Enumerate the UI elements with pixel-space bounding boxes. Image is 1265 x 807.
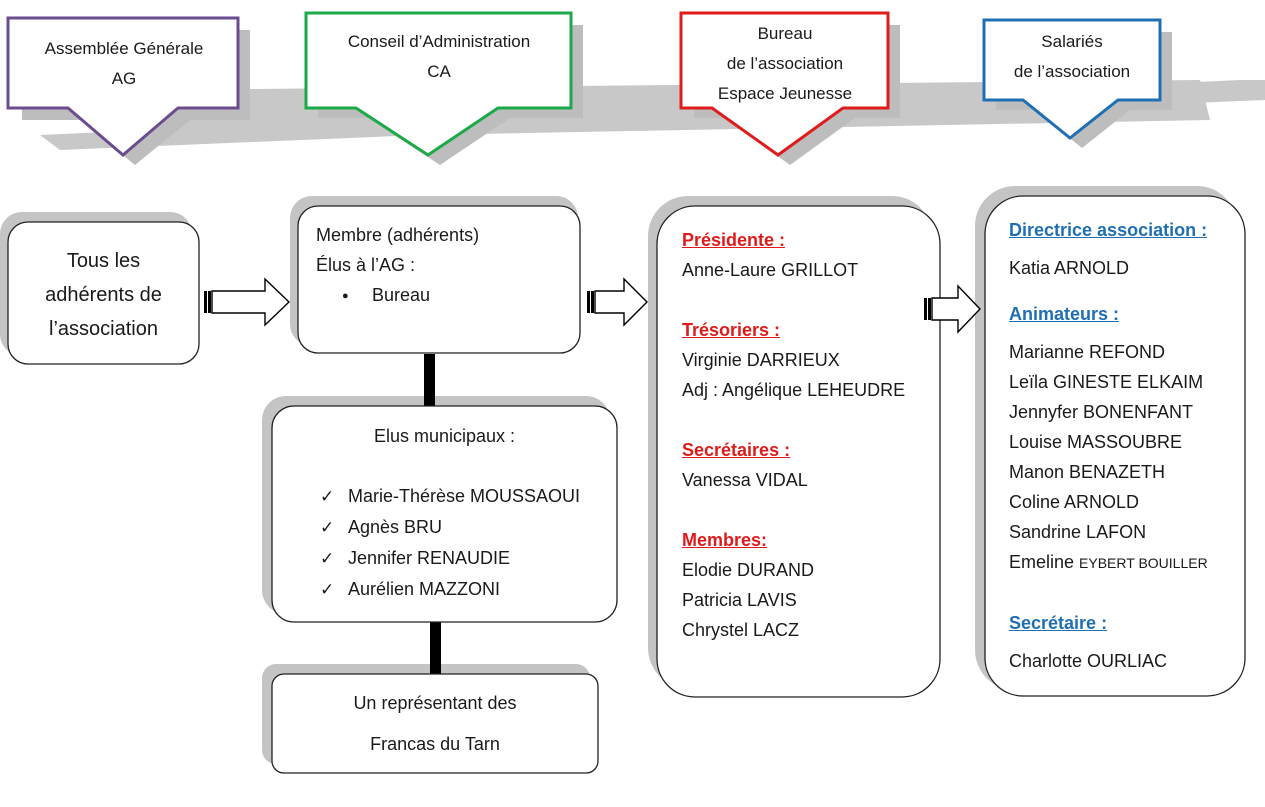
header-arrow-bureau [679,11,900,165]
header-ca-label: Conseil d’Administration CA [306,27,572,87]
secretaire-salarie-name: Charlotte OURLIAC [1009,651,1168,671]
adherents-line1: Tous les [66,250,141,272]
membre-bullet-row: ● Bureau [316,280,479,311]
adherents-line3: l’association [49,318,158,340]
membre-line1: Membre (adhérents) [316,225,480,245]
presidente-label: Présidente : [682,230,786,250]
bullet-icon: ● [342,290,349,303]
elus-item: ✓ Marie-Thérèse MOUSSAOUI [320,481,580,512]
membre-text: Membre (adhérents) Élus à l’AG : ● Bureau [316,220,479,311]
animateur-first-name: Emeline [1009,552,1075,572]
adherents-text: Tous les adhérents de l’association [8,244,199,346]
adherents-line2: adhérents de [45,284,162,306]
secretaires-label: Secrétaires : [682,440,791,460]
check-icon: ✓ [320,487,335,506]
elus-item-name: Jennifer RENAUDIE [348,548,511,568]
animateur-name: Leïla GINESTE ELKAIM [1009,372,1204,392]
francas-line1: Un représentant des [353,693,517,713]
tresoriers-label: Trésoriers : [682,320,781,340]
bureau-box [656,205,941,698]
elus-list: ✓ Marie-Thérèse MOUSSAOUI ✓ Agnès BRU ✓ Jen… [320,481,580,605]
header-arrow-ag [6,16,250,165]
salaries-box [984,195,1246,697]
elus-title: Elus municipaux : [373,426,516,446]
arrow-adherents-membre [204,277,291,327]
elus-item: ✓ Aurélien MAZZONI [320,574,580,605]
francas-text: Un représentant des Francas du Tarn [272,683,598,765]
membre-line2: Élus à l’AG : [316,255,416,275]
adherents-box [7,221,200,365]
header-bureau-line3: Espace Jeunesse [717,84,853,103]
header-salaries-line2: de l’association [1013,62,1131,81]
connector-elus-francas [430,622,441,674]
animateur-name: Manon BENAZETH [1009,462,1166,482]
membre-bullet-text: Bureau [372,285,431,305]
header-ag-line2: AG [111,69,137,88]
header-arrow-ca [304,11,583,165]
elus-item-name: Marie-Thérèse MOUSSAOUI [348,486,581,506]
header-salaries-label: Salariés de l’association [984,27,1160,87]
elus-item: ✓ Jennifer RENAUDIE [320,543,580,574]
membre-name: Elodie DURAND [682,560,815,580]
animateur-name: Louise MASSOUBRE [1009,432,1183,452]
tresorier-name: Virginie DARRIEUX [682,350,840,370]
presidente-name: Anne-Laure GRILLOT [682,260,859,280]
arrow-bureau-salaries [924,284,981,334]
membres-label: Membres: [682,530,768,550]
membre-box [297,205,581,354]
directrice-label: Directrice association : [1009,220,1208,240]
membre-name: Chrystel LACZ [682,620,800,640]
elus-item-name: Agnès BRU [348,517,443,537]
check-icon: ✓ [320,518,335,537]
secretaire-label: Secrétaire : [1009,613,1108,633]
animateur-name-last: Emeline EYBERT BOUILLER [1009,547,1208,578]
header-ca-line1: Conseil d’Administration [347,32,531,51]
animateur-name: Sandrine LAFON [1009,522,1147,542]
salaries-text: Directrice association : Katia ARNOLD An… [1009,215,1208,676]
header-salaries-line1: Salariés [1041,32,1103,51]
bureau-text: Présidente : Anne-Laure GRILLOT Trésorie… [682,225,905,645]
header-ag-line1: Assemblée Générale [44,39,204,58]
header-bureau-label: Bureau de l’association Espace Jeunesse [681,19,889,109]
elus-item: ✓ Agnès BRU [320,512,580,543]
header-ca-line2: CA [427,62,451,81]
arrow-membre-bureau [587,277,648,327]
membre-name: Patricia LAVIS [682,590,797,610]
header-arrow-salaries [982,18,1172,148]
header-bureau-line2: de l’association [726,54,844,73]
francas-box [271,673,599,774]
animateurs-label: Animateurs : [1009,304,1120,324]
check-icon: ✓ [320,580,335,599]
francas-line2: Francas du Tarn [370,734,500,754]
header-bureau-line1: Bureau [757,24,813,43]
animateur-name: Coline ARNOLD [1009,492,1140,512]
animateur-name: Marianne REFOND [1009,342,1166,362]
directrice-name: Katia ARNOLD [1009,258,1130,278]
elus-box [271,405,618,623]
tresorier-adjoint-name: Adj : Angélique LEHEUDRE [682,380,906,400]
animateur-name: Jennyfer BONENFANT [1009,402,1194,422]
animateur-last-name: EYBERT BOUILLER [1079,555,1208,571]
elus-item-name: Aurélien MAZZONI [348,579,501,599]
secretaire-name: Vanessa VIDAL [682,470,808,490]
header-ag-label: Assemblée Générale AG [8,34,240,94]
check-icon: ✓ [320,549,335,568]
connector-membre-elus [424,354,435,406]
